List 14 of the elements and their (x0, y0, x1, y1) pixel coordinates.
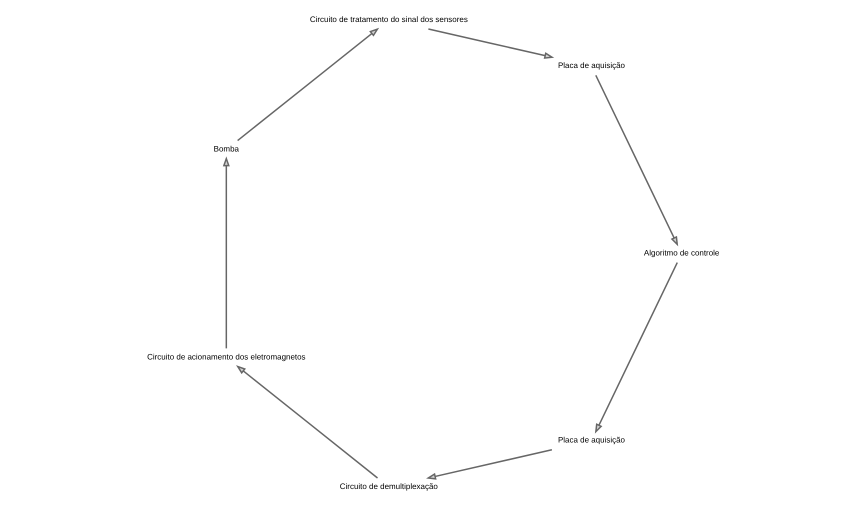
node-text: Algoritmo de controle (644, 248, 720, 257)
node-text: Placa de aquisição (558, 435, 625, 444)
node-text: Bomba (214, 144, 239, 153)
node-text: Placa de aquisição (558, 60, 625, 70)
arrow (428, 28, 554, 58)
arrow (426, 448, 552, 480)
node-text: Circuito de tratamento do sinal dos sensores (310, 14, 468, 24)
node-text: Circuito de demultiplexação (340, 481, 438, 490)
node-text: Circuito de acionamento dos eletromagnetos (147, 352, 306, 361)
arrow (236, 364, 378, 478)
arrow (237, 27, 380, 141)
arrow (595, 74, 678, 246)
arrow (594, 262, 678, 434)
arrow (222, 156, 230, 348)
